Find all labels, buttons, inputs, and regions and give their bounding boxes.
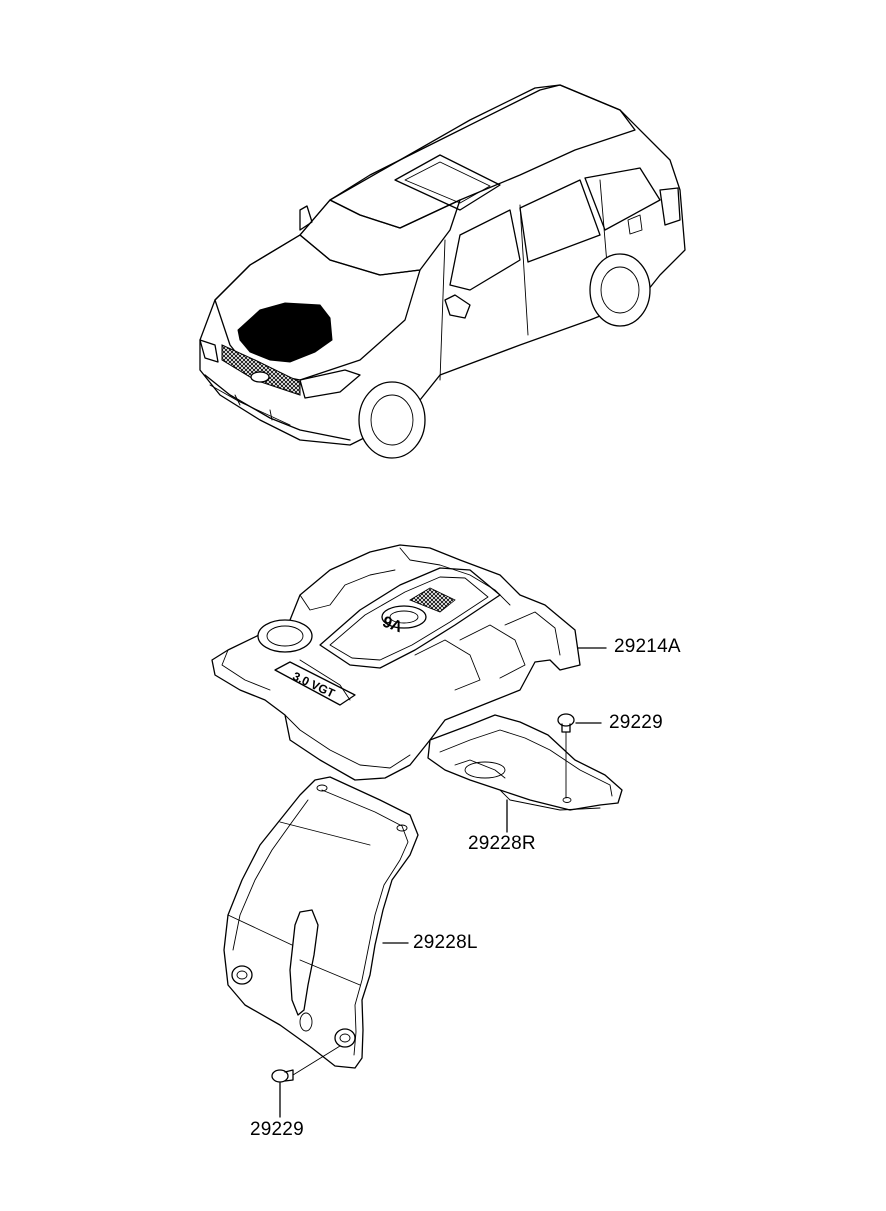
vehicle-mirror	[444, 294, 471, 319]
under-cover-left-hole-1	[231, 965, 253, 985]
label-29214A: 29214A	[614, 636, 681, 657]
engine-cover-29214A	[211, 544, 581, 781]
vehicle-grille	[221, 344, 301, 396]
under-cover-right-29228R	[427, 714, 623, 811]
under-cover-left-hole-2	[334, 1028, 356, 1048]
screw-left-29229	[271, 1045, 341, 1083]
emblem-v6-text: V6	[381, 612, 405, 635]
under-cover-left-groove	[289, 909, 319, 1016]
vehicle-headlight-left	[199, 339, 219, 363]
vehicle-side-windows	[449, 209, 521, 291]
under-cover-left-outline	[223, 776, 419, 1069]
label-29229-left: 29229	[250, 1119, 304, 1140]
screw-right-29229	[557, 713, 575, 799]
vehicle-illustration	[199, 84, 686, 459]
engine-cover-badge-plate	[274, 661, 356, 706]
engine-cover-location	[237, 302, 333, 363]
label-29229-right: 29229	[609, 712, 663, 733]
engine-cover-center-panel	[319, 567, 501, 669]
under-cover-left-29228L	[223, 776, 419, 1069]
vehicle-rear-wheel	[589, 253, 651, 327]
label-29228L: 29228L	[413, 932, 478, 953]
vehicle-headlight-right	[299, 369, 361, 399]
vehicle-emblem	[250, 371, 270, 383]
label-29228R: 29228R	[468, 833, 536, 854]
under-cover-right-outline	[427, 714, 623, 811]
vehicle-sunroof	[394, 154, 501, 211]
engine-cover-oil-cap	[257, 619, 313, 653]
vehicle-front-wheel	[358, 381, 426, 459]
leader-lines	[279, 647, 607, 1118]
engine-cover-emblem	[381, 605, 427, 629]
vehicle-bumper	[204, 374, 351, 441]
